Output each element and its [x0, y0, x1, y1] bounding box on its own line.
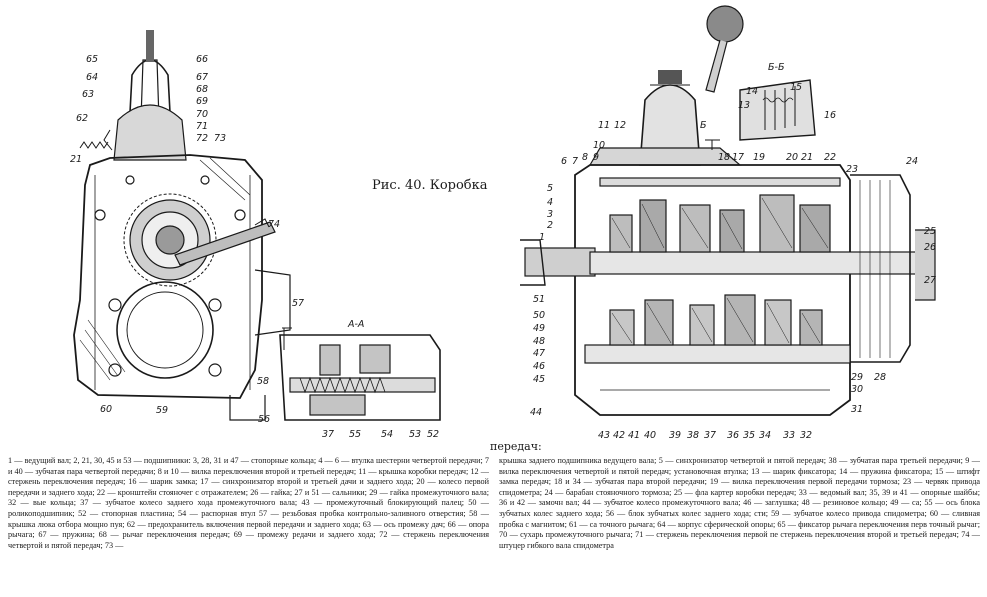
callout: 1 [539, 232, 545, 243]
callout: 30 [851, 384, 863, 395]
callout: 58 [257, 376, 269, 387]
callout: 70 [196, 109, 208, 120]
callout: 27 [924, 275, 936, 286]
callout: 48 [533, 336, 545, 347]
callout: 3 [547, 209, 553, 220]
section-a-a [279, 327, 441, 421]
callout: 17 [732, 152, 744, 163]
callout: 11 [598, 120, 610, 131]
technical-drawing: 65 64 63 62 21 66 67 68 69 70 71 72 73 7… [70, 5, 936, 441]
callout: 42 [613, 430, 625, 441]
callout: 14 [746, 86, 758, 97]
callout: 12 [614, 120, 626, 131]
legend-column-left: 1 — ведущий вал; 2, 21, 30, 45 и 53 — по… [8, 456, 489, 550]
callout: 69 [196, 96, 208, 107]
callout: 44 [530, 407, 542, 418]
callout: 71 [196, 121, 208, 132]
callout: 45 [533, 374, 545, 385]
callout: 31 [851, 404, 863, 415]
callout: 53 [409, 429, 421, 440]
callout: 15 [790, 82, 802, 93]
callout: 10 [593, 140, 605, 151]
callout: 65 [86, 54, 98, 65]
callout: 62 [76, 113, 88, 124]
callout: 5 [547, 183, 553, 194]
callout: 66 [196, 54, 208, 65]
callout: 74 [268, 219, 280, 230]
callout: 18 [718, 152, 730, 163]
callout: 37 [704, 430, 716, 441]
callout: 64 [86, 72, 98, 83]
callout: 32 [800, 430, 812, 441]
callout: 68 [196, 84, 208, 95]
callout: 26 [924, 242, 936, 253]
callout: 19 [753, 152, 765, 163]
callout: 36 [727, 430, 739, 441]
section-label: А-А [347, 319, 364, 330]
callout: 21 [801, 152, 813, 163]
callout: 73 [214, 133, 226, 144]
callout: 8 [582, 152, 588, 163]
callout: 46 [533, 361, 545, 372]
callout: 57 [292, 298, 304, 309]
callout: 24 [906, 156, 918, 167]
callout: 59 [156, 405, 168, 416]
callout: 52 [427, 429, 439, 440]
callout: 38 [687, 430, 699, 441]
parts-legend: 1 — ведущий вал; 2, 21, 30, 45 и 53 — по… [8, 456, 980, 594]
section-label: Б [700, 120, 707, 131]
callout: 20 [786, 152, 798, 163]
callout: 41 [628, 430, 640, 441]
callout: 21 [70, 154, 82, 165]
callout: 60 [100, 404, 112, 415]
callout: 55 [349, 429, 361, 440]
longitudinal-section [520, 5, 936, 416]
left-end-view [73, 30, 291, 421]
legend-column-right: крышка заднего подшипника ведущего вала;… [499, 456, 980, 550]
callout: 39 [669, 430, 681, 441]
callout: 25 [924, 226, 936, 237]
callout: 7 [572, 156, 578, 167]
callout: 23 [846, 164, 858, 175]
callout: 47 [533, 348, 545, 359]
callout: 28 [874, 372, 886, 383]
callout: 49 [533, 323, 545, 334]
callout: 72 [196, 133, 208, 144]
callout: 63 [82, 89, 94, 100]
callout: 29 [851, 372, 863, 383]
callout: 33 [783, 430, 795, 441]
callout: 67 [196, 72, 208, 83]
callout: 50 [533, 310, 545, 321]
callout: 9 [593, 152, 599, 163]
figure-caption-continuation: передач: [490, 440, 542, 453]
callout: 22 [824, 152, 836, 163]
callout: 54 [381, 429, 393, 440]
callout: 16 [824, 110, 836, 121]
callout: 43 [598, 430, 610, 441]
figure-caption: Рис. 40. Коробка [372, 178, 488, 193]
callout: 35 [743, 430, 755, 441]
callout: 13 [738, 100, 750, 111]
callout: 4 [547, 197, 553, 208]
callout: 6 [561, 156, 567, 167]
callout: 40 [644, 430, 656, 441]
callout: 37 [322, 429, 334, 440]
callout: 34 [759, 430, 771, 441]
callouts: 65 64 63 62 21 66 67 68 69 70 71 72 73 7… [70, 54, 936, 441]
callout: 51 [533, 294, 545, 305]
section-label: Б-Б [768, 62, 785, 73]
callout: 56 [258, 414, 270, 425]
callout: 2 [547, 220, 553, 231]
